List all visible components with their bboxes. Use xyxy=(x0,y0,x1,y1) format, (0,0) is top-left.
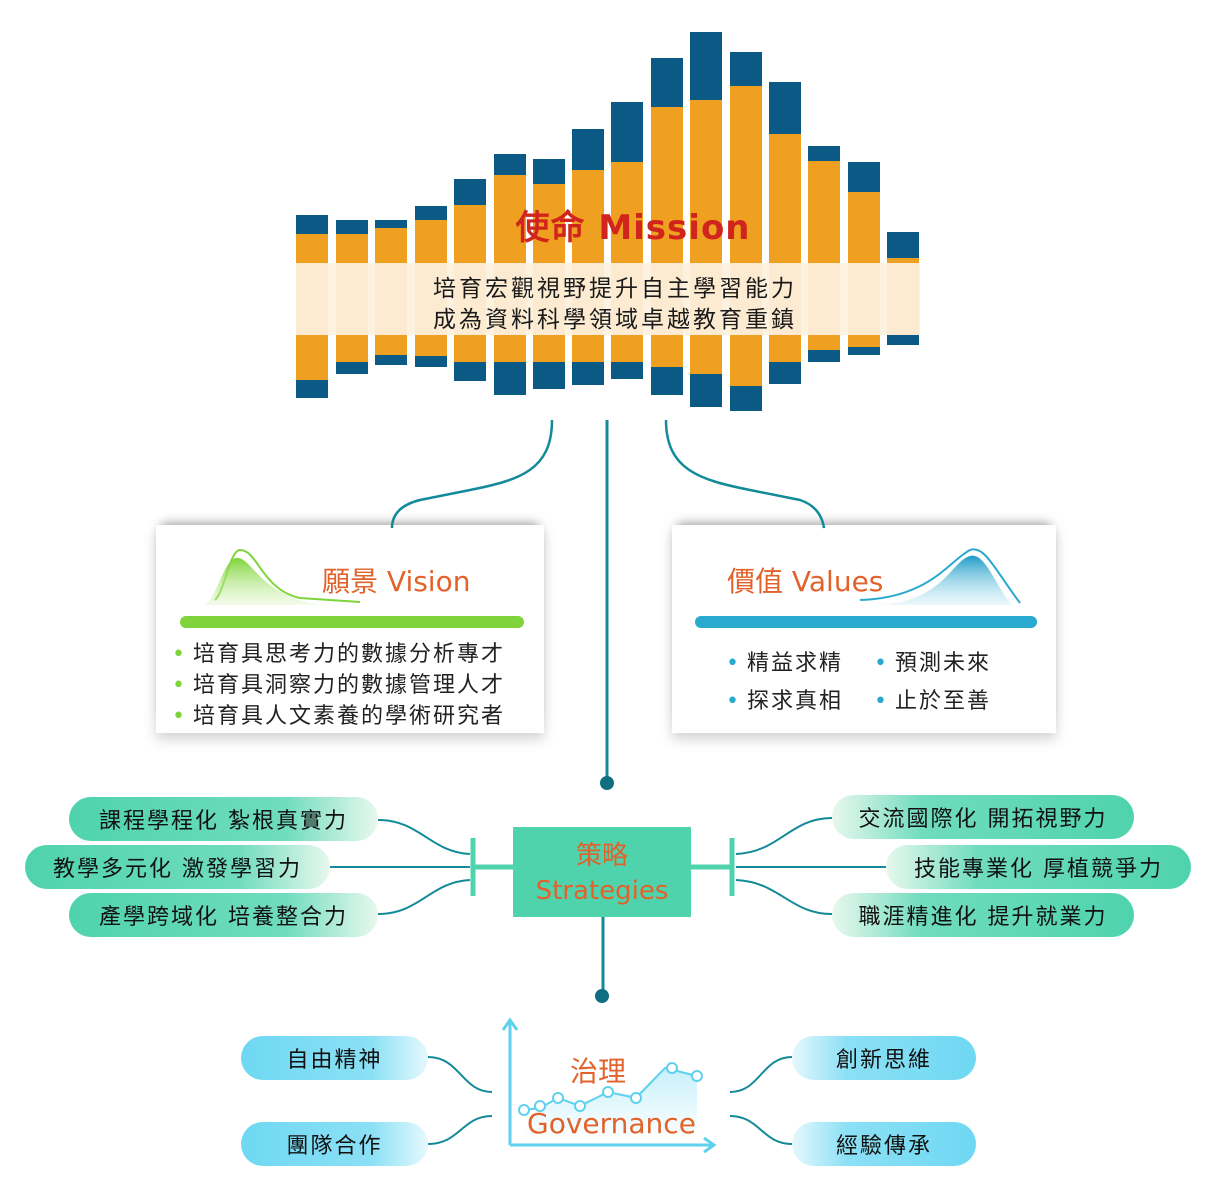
mission-title: 使命 Mission xyxy=(515,208,751,248)
bullet-dot: • xyxy=(726,689,741,714)
governance-right-2: 經驗傳承 xyxy=(792,1122,976,1166)
mission-line-1: 培育宏觀視野提升自主學習能力 xyxy=(433,276,797,302)
values-item-text: 預測未來 xyxy=(894,651,991,676)
mission-bar-bottom-cap xyxy=(848,347,880,355)
mission-bar-bottom-cap xyxy=(375,355,407,365)
mission-bar-top-cap xyxy=(651,58,683,107)
values-item-4: •止於至善 xyxy=(874,683,991,715)
values-item-1: •精益求精 xyxy=(726,645,843,677)
values-item-3: •探求真相 xyxy=(726,683,843,715)
mission-bar-bottom-cap xyxy=(730,386,762,411)
values-item-2: •預測未來 xyxy=(874,645,991,677)
gov-link-l1 xyxy=(427,1056,493,1093)
strat-link-r1 xyxy=(735,817,833,855)
mission-bar-top-cap xyxy=(572,129,604,170)
governance-x-arrow xyxy=(703,1136,717,1154)
mission-bar-body xyxy=(730,86,762,386)
mission-bar-top-cap xyxy=(533,159,565,184)
strategy-left-2: 教學多元化 激發學習力 xyxy=(25,845,330,889)
governance-y-arrow xyxy=(501,1017,519,1031)
bullet-dot: • xyxy=(172,642,187,667)
vision-item-2: •培育具洞察力的數據管理人才 xyxy=(172,667,505,699)
gov-link-r2 xyxy=(729,1115,793,1145)
strat-link-l3 xyxy=(377,879,471,915)
mission-bar-top-cap xyxy=(808,146,840,161)
bullet-dot: • xyxy=(874,689,889,714)
bullet-dot: • xyxy=(726,651,741,676)
mission-values-connector xyxy=(664,419,826,529)
governance-area xyxy=(520,1068,697,1140)
bullet-dot: • xyxy=(874,651,889,676)
governance-left-1: 自由精神 xyxy=(241,1036,428,1080)
mission-bar-bottom-cap xyxy=(572,362,604,385)
mission-bar-top-cap xyxy=(454,179,486,205)
gov-link-l2 xyxy=(427,1115,493,1145)
mission-bar-top-cap xyxy=(375,220,407,228)
strategies-title-zh: 策略 xyxy=(575,841,628,871)
strat-link-l1 xyxy=(377,819,471,855)
mission-bar-bottom-cap xyxy=(296,380,328,398)
strategy-right-1: 交流國際化 開拓視野力 xyxy=(832,795,1134,839)
values-item-text: 止於至善 xyxy=(894,689,991,714)
mission-vision-connector xyxy=(390,419,554,529)
values-bar xyxy=(695,616,1037,628)
vision-item-text: 培育具洞察力的數據管理人才 xyxy=(192,673,505,698)
strategies-box: 策略 Strategies xyxy=(513,827,691,917)
mission-bar-top-cap xyxy=(769,82,801,134)
vision-item-1: •培育具思考力的數據分析專才 xyxy=(172,636,505,668)
governance-title-zh: 治理 xyxy=(570,1055,627,1088)
mission-bar-top-cap xyxy=(415,206,447,220)
governance-right-1: 創新思維 xyxy=(792,1036,976,1080)
strategy-right-2: 技能專業化 厚植競爭力 xyxy=(886,845,1191,889)
mission-bar-top-cap xyxy=(611,102,643,162)
values-item-text: 精益求精 xyxy=(746,651,843,676)
governance-points xyxy=(518,1062,703,1116)
values-curve-outline xyxy=(859,548,1021,604)
vision-curve xyxy=(205,557,320,605)
mission-bar-bottom-cap xyxy=(494,362,526,395)
governance-left-2: 團隊合作 xyxy=(241,1122,428,1166)
mission-bar-bottom-cap xyxy=(415,356,447,367)
strategy-right-3: 職涯精進化 提升就業力 xyxy=(832,893,1134,937)
governance-title-en: Governance xyxy=(527,1107,696,1140)
strategies-title-en: Strategies xyxy=(535,876,669,906)
mission-bar-bottom-cap xyxy=(336,362,368,374)
mission-bar-bottom-cap xyxy=(769,362,801,384)
mission-bar-top-cap xyxy=(730,52,762,86)
mission-bar-top-cap xyxy=(848,162,880,192)
mission-bar-bottom-cap xyxy=(690,374,722,407)
strategy-left-3: 產學跨域化 培養整合力 xyxy=(69,893,378,937)
vision-title: 願景 Vision xyxy=(322,565,471,598)
vision-bar xyxy=(180,616,524,628)
strat-link-r3 xyxy=(735,879,833,915)
mission-bar-bottom-cap xyxy=(611,362,643,379)
mission-bar-top-cap xyxy=(494,154,526,175)
mission-bar-top-cap xyxy=(336,220,368,234)
values-curve xyxy=(880,555,1012,605)
vision-item-3: •培育具人文素養的學術研究者 xyxy=(172,698,505,730)
mission-bar-bottom-cap xyxy=(808,350,840,362)
mission-bar-bottom-cap xyxy=(651,367,683,395)
gov-link-r1 xyxy=(729,1056,793,1093)
mission-text-band xyxy=(296,263,920,335)
governance-node-dot xyxy=(595,989,609,1003)
mission-bar-bottom-cap xyxy=(454,362,486,381)
values-item-text: 探求真相 xyxy=(746,689,843,714)
vision-item-text: 培育具思考力的數據分析專才 xyxy=(192,642,505,667)
mission-bar-top-cap xyxy=(296,215,328,234)
mission-bar-top-cap xyxy=(887,232,919,258)
bullet-dot: • xyxy=(172,673,187,698)
bullet-dot: • xyxy=(172,704,187,729)
mission-line-2: 成為資料科學領域卓越教育重鎮 xyxy=(433,307,797,333)
vision-item-text: 培育具人文素養的學術研究者 xyxy=(192,704,505,729)
mission-bar-bottom-cap xyxy=(533,362,565,389)
mission-bar-bottom-cap xyxy=(887,335,919,345)
mission-bar-top-cap xyxy=(690,32,722,100)
values-title: 價值 Values xyxy=(727,565,884,598)
strategies-node-dot xyxy=(600,776,614,790)
strategy-left-1: 課程學程化 紮根真實力 xyxy=(69,797,378,841)
